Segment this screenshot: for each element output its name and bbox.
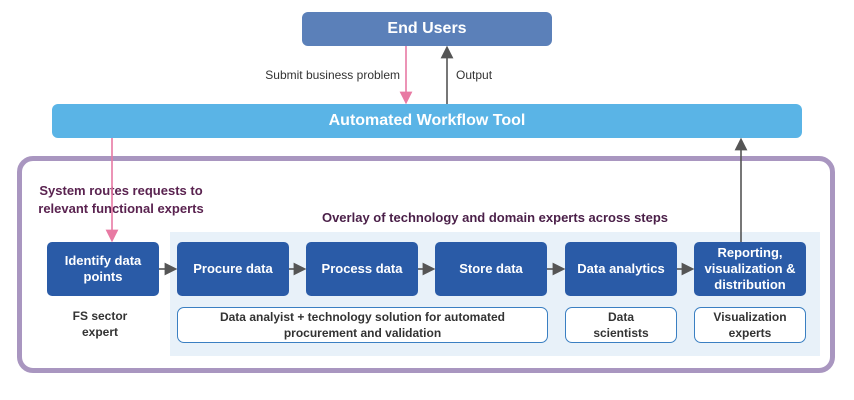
team-analyst-line2: procurement and validation — [283, 326, 442, 340]
step-process-data: Process data — [306, 242, 418, 296]
submit-business-problem-label: Submit business problem — [265, 68, 400, 82]
fs-sector-expert-label: FS sector expert — [40, 308, 160, 340]
step-reporting-line3: distribution — [714, 277, 786, 292]
step-reporting-line2: visualization & — [704, 261, 796, 276]
fs-expert-line2: expert — [81, 325, 119, 339]
output-label: Output — [456, 68, 493, 82]
routing-label-line2: relevant functional experts — [38, 201, 204, 216]
step-identify-line1: Identify data — [64, 253, 142, 268]
step-data-analytics: Data analytics — [565, 242, 677, 296]
step-reporting: Reporting, visualization & distribution — [694, 242, 806, 296]
routing-label: System routes requests to relevant funct… — [26, 182, 216, 218]
team-scientists-line1: Data — [607, 310, 634, 324]
team-data-scientists: Data scientists — [565, 307, 677, 343]
team-analyst-line1: Data analyist + technology solution for … — [219, 310, 506, 324]
team-viz-line1: Visualization — [713, 310, 787, 324]
team-scientists-line2: scientists — [593, 326, 649, 340]
end-users-label: End Users — [387, 20, 467, 37]
team-visualization-experts: Visualization experts — [694, 307, 806, 343]
step-store-data: Store data — [435, 242, 547, 296]
step-store-label: Store data — [459, 261, 523, 276]
overlay-title: Overlay of technology and domain experts… — [321, 210, 669, 225]
step-reporting-line1: Reporting, — [717, 245, 783, 260]
routing-label-line1: System routes requests to — [39, 183, 203, 198]
step-procure-data: Procure data — [177, 242, 289, 296]
end-users-box: End Users — [302, 12, 552, 46]
step-procure-label: Procure data — [193, 261, 273, 276]
step-process-label: Process data — [321, 261, 403, 276]
team-viz-line2: experts — [728, 326, 772, 340]
step-analytics-label: Data analytics — [577, 261, 665, 276]
fs-expert-line1: FS sector — [72, 309, 128, 323]
automated-workflow-tool-bar: Automated Workflow Tool — [52, 104, 802, 138]
tool-label: Automated Workflow Tool — [328, 112, 526, 129]
team-data-analyst: Data analyist + technology solution for … — [177, 307, 548, 343]
step-identify-line2: points — [83, 269, 123, 284]
step-identify-data-points: Identify data points — [47, 242, 159, 296]
